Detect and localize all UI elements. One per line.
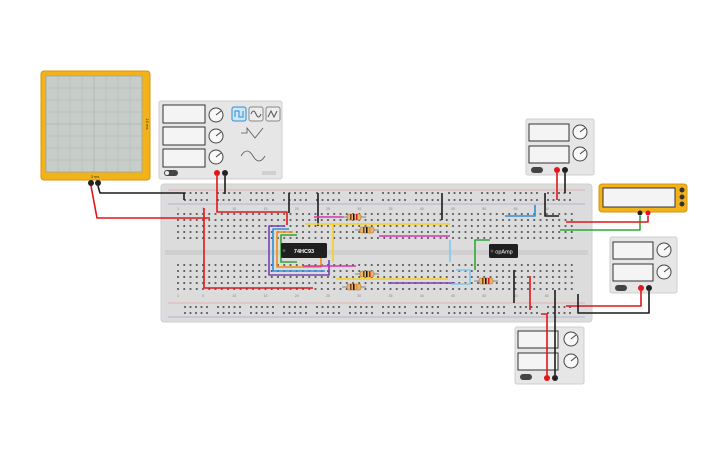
psu2-power-switch[interactable] <box>615 285 627 291</box>
psu1-terminal-negative[interactable] <box>562 167 568 173</box>
psu3-terminal-positive[interactable] <box>544 375 550 381</box>
multimeter-display <box>602 187 676 208</box>
column-label-bottom: 1 <box>177 294 179 298</box>
wire-psu2-black[interactable] <box>577 291 650 314</box>
wire-multimeter-red[interactable] <box>566 216 649 223</box>
psu-middle-right[interactable] <box>609 236 678 294</box>
column-label-bottom: 40 <box>420 294 424 298</box>
psu2-terminal-positive[interactable] <box>638 285 644 291</box>
fg-terminal-negative[interactable] <box>222 170 228 176</box>
psu2-display-voltage <box>612 241 654 260</box>
resistor-2[interactable] <box>355 226 379 234</box>
wire-orange[interactable] <box>276 231 322 268</box>
column-label-bottom: 20 <box>295 294 299 298</box>
scope-terminal-2[interactable] <box>95 180 101 186</box>
scope-terminal-1[interactable] <box>88 180 94 186</box>
fg-preview-wave-2 <box>240 150 266 162</box>
oscilloscope-bottom-label: 3 ms <box>91 174 100 179</box>
column-label-bottom: 5 <box>202 294 204 298</box>
breadboard[interactable]: 1155101015152020252530303535404045455050… <box>160 183 593 323</box>
psu3-terminal-negative[interactable] <box>552 375 558 381</box>
multimeter[interactable] <box>598 183 688 216</box>
wire-psu2-red[interactable] <box>566 291 642 307</box>
resistor-5[interactable] <box>474 277 498 285</box>
multimeter-mode-amps[interactable] <box>679 187 685 193</box>
fg-display-offset <box>162 148 206 168</box>
column-label-bottom: 45 <box>451 294 455 298</box>
wire-blue-right[interactable] <box>505 205 536 217</box>
wire-board-red-1[interactable] <box>203 208 313 289</box>
column-label-top: 40 <box>420 207 424 211</box>
column-label-top: 45 <box>451 207 455 211</box>
psu3-display-voltage <box>517 330 559 349</box>
psu3-display-current <box>517 352 559 371</box>
wire-green-right[interactable] <box>474 239 490 270</box>
multimeter-terminal-v[interactable] <box>645 210 651 216</box>
function-generator[interactable] <box>158 100 283 180</box>
wire-psu3-red[interactable] <box>541 313 548 375</box>
column-label-bottom: 15 <box>264 294 268 298</box>
wires[interactable] <box>90 173 650 375</box>
multimeter-mode-volts[interactable] <box>679 194 685 200</box>
breadboard-holes[interactable] <box>177 192 573 314</box>
fg-terminal-positive[interactable] <box>214 170 220 176</box>
column-label-top: 25 <box>326 207 330 211</box>
wire-fg-red[interactable] <box>216 176 288 225</box>
counter-chip-label: 74HC93 <box>294 249 314 255</box>
column-label-top: 35 <box>389 207 393 211</box>
column-label-top: 5 <box>202 207 204 211</box>
resistor-1[interactable] <box>342 213 366 221</box>
column-label-top: 15 <box>264 207 268 211</box>
psu1-power-switch[interactable] <box>531 167 543 173</box>
column-label-top: 30 <box>357 207 361 211</box>
wire-scope-black[interactable] <box>97 185 185 200</box>
fg-display-amplitude <box>162 126 206 146</box>
oscilloscope[interactable]: 10 ms 3 ms <box>40 70 151 186</box>
psu2-display-current <box>612 263 654 282</box>
fg-display-frequency <box>162 104 206 124</box>
wire-blue-loop[interactable] <box>272 228 325 272</box>
psu-bottom[interactable] <box>514 326 585 385</box>
counter-chip[interactable]: 74HC93 <box>281 243 327 258</box>
column-label-bottom: 30 <box>357 294 361 298</box>
column-label-top: 10 <box>232 207 236 211</box>
column-label-top: 55 <box>514 207 518 211</box>
psu1-terminal-positive[interactable] <box>554 167 560 173</box>
column-label-bottom: 35 <box>389 294 393 298</box>
multimeter-terminal-com[interactable] <box>637 210 643 216</box>
resistor-4[interactable] <box>342 283 366 291</box>
resistor-3[interactable] <box>355 270 379 278</box>
wire-lightblue-2[interactable] <box>452 269 471 285</box>
multimeter-mode-ohms[interactable] <box>679 201 685 207</box>
psu1-display-voltage <box>528 123 570 142</box>
opamp-chip[interactable]: opAmp <box>489 244 518 258</box>
fg-preview-wave-1 <box>241 126 264 139</box>
column-label-top: 20 <box>295 207 299 211</box>
wire-scope-red[interactable] <box>90 185 210 219</box>
psu2-terminal-negative[interactable] <box>646 285 652 291</box>
psu3-power-switch[interactable] <box>520 374 532 380</box>
column-label-bottom: 10 <box>232 294 236 298</box>
column-label-top: 60 <box>545 207 549 211</box>
resistors[interactable] <box>342 213 498 291</box>
wire-black-5[interactable] <box>544 193 559 217</box>
column-label-top: 50 <box>482 207 486 211</box>
column-label-bottom: 25 <box>326 294 330 298</box>
column-label-bottom: 55 <box>514 294 518 298</box>
column-label-bottom: 50 <box>482 294 486 298</box>
oscilloscope-side-label: 10 ms <box>145 119 150 130</box>
column-label-top: 1 <box>177 207 179 211</box>
column-label-bottom: 60 <box>545 294 549 298</box>
opamp-chip-label: opAmp <box>495 250 512 256</box>
oscilloscope-grid <box>46 76 142 172</box>
wire-purple[interactable] <box>268 225 330 276</box>
psu1-display-current <box>528 145 570 164</box>
breadboard-column-labels: 1155101015152020252530303535404045455050… <box>177 207 549 298</box>
wire-green-multimeter[interactable] <box>560 216 641 231</box>
psu-top-right[interactable] <box>525 118 595 176</box>
